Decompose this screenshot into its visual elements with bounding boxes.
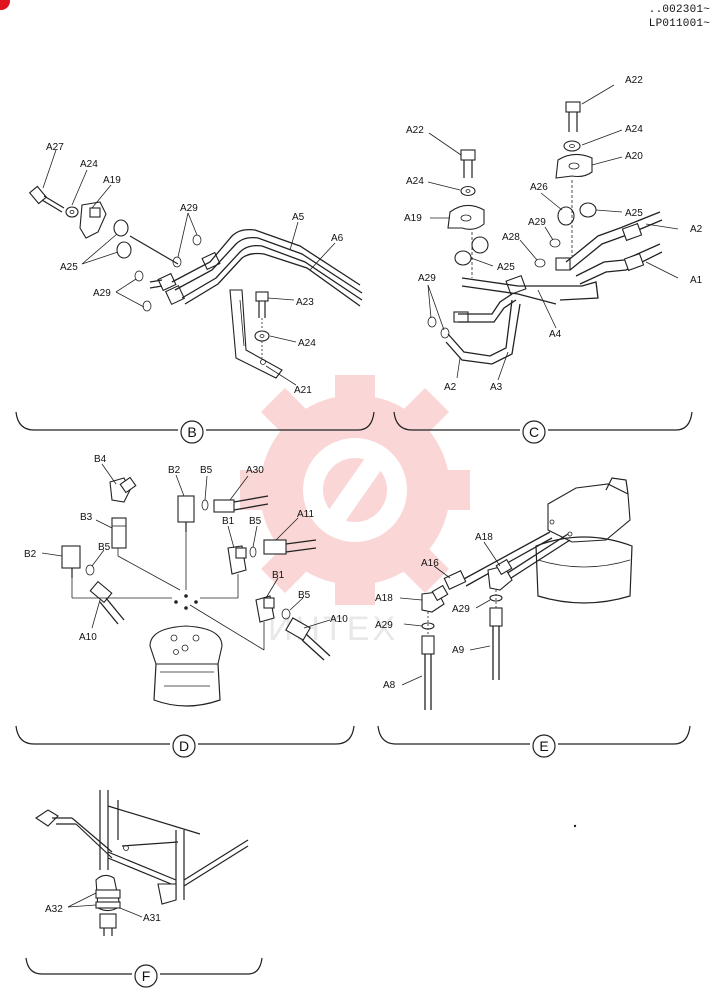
callout-b5-upper: B5 — [200, 465, 213, 476]
callout-a29-c-lower: A29 — [418, 273, 436, 284]
callout-a24: A24 — [80, 159, 98, 170]
section-f-drawing: A32 A31 F — [25, 790, 577, 988]
callout-b5-left: B5 — [98, 542, 111, 553]
callout-a2-lower: A2 — [444, 382, 457, 393]
corner-marker — [0, 0, 10, 10]
callout-a20: A20 — [625, 151, 643, 162]
callout-a31: A31 — [143, 913, 161, 924]
callout-a16: A16 — [421, 558, 439, 569]
callout-a19-c: A19 — [404, 213, 422, 224]
callout-a4: A4 — [549, 329, 562, 340]
callout-a29-upper: A29 — [180, 203, 198, 214]
callout-a18-upper: A18 — [475, 532, 493, 543]
watermark-gear-icon — [240, 375, 470, 605]
section-c-drawing: A22 A22 A24 A24 A20 A26 A25 A19 A29 A28 … — [393, 75, 703, 444]
section-label-c: C — [529, 424, 539, 440]
callout-a29-lower: A29 — [93, 288, 111, 299]
callout-a24-left: A24 — [406, 176, 424, 187]
callout-a9: A9 — [452, 645, 465, 656]
callout-a24-bracket: A24 — [298, 338, 316, 349]
section-b-drawing: A27 A24 A19 A25 A29 A29 A5 A6 A23 A24 A2… — [15, 142, 375, 444]
callout-a23: A23 — [296, 297, 314, 308]
callout-a29-c-upper: A29 — [528, 217, 546, 228]
callout-a25-right: A25 — [625, 208, 643, 219]
callout-b4: B4 — [94, 454, 107, 465]
serial-range-1: ..002301~ — [648, 4, 710, 16]
callout-a29-e-lower: A29 — [375, 620, 393, 631]
callout-b3: B3 — [80, 512, 93, 523]
callout-a21: A21 — [294, 385, 312, 396]
section-label-b: B — [187, 424, 196, 440]
callout-a10-right: A10 — [330, 614, 348, 625]
section-e-drawing: A18 A16 A18 A29 A29 A9 A8 E — [375, 477, 691, 758]
callout-b1-upper: B1 — [222, 516, 235, 527]
callout-a8: A8 — [383, 680, 396, 691]
section-label-d: D — [179, 738, 189, 754]
callout-b2-left: B2 — [24, 549, 37, 560]
callout-b2-center: B2 — [168, 465, 181, 476]
callout-a28: A28 — [502, 232, 520, 243]
callout-a30: A30 — [246, 465, 264, 476]
callout-b5-mid: B5 — [249, 516, 262, 527]
callout-a22-right: A22 — [625, 75, 643, 86]
callout-a25-lower: A25 — [497, 262, 515, 273]
callout-a2-right: A2 — [690, 224, 703, 235]
callout-a22-left: A22 — [406, 125, 424, 136]
serial-range-2: LP011001~ — [648, 18, 710, 30]
callout-a19: A19 — [103, 175, 121, 186]
callout-a18-lower: A18 — [375, 593, 393, 604]
callout-b5-lower: B5 — [298, 590, 311, 601]
section-label-e: E — [539, 738, 548, 754]
callout-a6: A6 — [331, 233, 344, 244]
section-label-f: F — [142, 968, 151, 984]
section-d-drawing: B4 B2 B5 A30 B3 B1 B5 A11 B2 B5 B1 B5 A1… — [15, 454, 355, 758]
callout-a3: A3 — [490, 382, 503, 393]
callout-a24-right: A24 — [625, 124, 643, 135]
callout-a1: A1 — [690, 275, 703, 286]
callout-a27: A27 — [46, 142, 64, 153]
callout-b1-lower: B1 — [272, 570, 285, 581]
callout-a5: A5 — [292, 212, 305, 223]
callout-a10-left: A10 — [79, 632, 97, 643]
callout-a26: A26 — [530, 182, 548, 193]
callout-a25: A25 — [60, 262, 78, 273]
callout-a11: A11 — [297, 509, 314, 520]
callout-a32: A32 — [45, 904, 63, 915]
callout-a29-e-upper: A29 — [452, 604, 470, 615]
